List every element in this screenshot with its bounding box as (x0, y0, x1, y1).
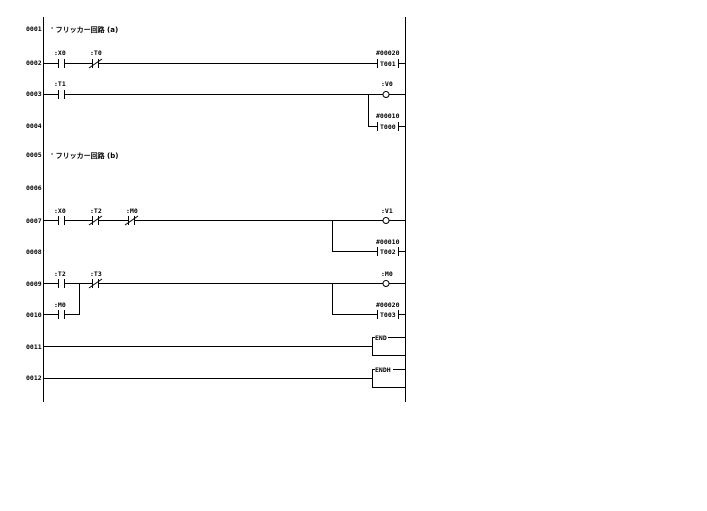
no-contact (58, 310, 65, 319)
coil-label: :V0 (381, 80, 393, 88)
nc-contact (88, 58, 103, 69)
contact-label: :X0 (54, 49, 66, 57)
contact-label: :T2 (90, 207, 102, 215)
contact-label: :M0 (126, 207, 138, 215)
step-number: 0010 (26, 311, 42, 319)
step-number: 0007 (26, 217, 42, 225)
timer-block: T001 #00020 (376, 49, 400, 68)
output-coil (382, 217, 390, 224)
step-number: 0011 (26, 343, 42, 351)
timer-block: T002 #00010 (376, 238, 400, 256)
svg-text:#00020: #00020 (376, 49, 400, 57)
step-number: 0009 (26, 280, 42, 288)
svg-text:T003: T003 (380, 311, 396, 319)
svg-text:#00010: #00010 (376, 112, 400, 120)
svg-text:#00020: #00020 (376, 301, 400, 309)
step-number: 0002 (26, 59, 42, 67)
rung-comment: ' フリッカー回路 (b) (51, 151, 118, 160)
svg-text:T001: T001 (380, 60, 396, 68)
output-coil (382, 91, 390, 98)
step-number: 0012 (26, 374, 42, 382)
no-contact (58, 90, 65, 99)
rung-0012: ENDH (44, 366, 405, 388)
nc-contact (88, 215, 103, 226)
endh-instruction: ENDH (372, 366, 405, 388)
rung-comment: ' フリッカー回路 (a) (51, 25, 118, 34)
step-number: 0004 (26, 122, 42, 130)
svg-text:#00010: #00010 (376, 238, 400, 246)
step-number: 0008 (26, 248, 42, 256)
nc-contact (88, 278, 103, 289)
timer-block: T003 #00020 (376, 301, 400, 319)
no-contact (58, 59, 65, 68)
contact-label: :T3 (90, 270, 102, 278)
contact-label: :M0 (54, 301, 66, 309)
contact-label: :X0 (54, 207, 66, 215)
nc-contact (124, 215, 139, 226)
coil-label: :M0 (381, 270, 393, 278)
step-number: 0003 (26, 90, 42, 98)
timer-block: T000 #00010 (376, 112, 400, 131)
rung-0011: END (44, 334, 405, 356)
svg-text:T000: T000 (380, 123, 396, 131)
step-number: 0001 (26, 25, 42, 33)
contact-label: :T0 (90, 49, 102, 57)
svg-text:END: END (375, 334, 387, 342)
contact-label: :T1 (54, 80, 66, 88)
coil-label: :V1 (381, 207, 393, 215)
rung-0002: :X0 :T0 T001 #00020 (44, 49, 405, 69)
output-coil (382, 280, 390, 287)
contact-label: :T2 (54, 270, 66, 278)
step-number: 0006 (26, 184, 42, 192)
no-contact (58, 279, 65, 288)
end-instruction: END (372, 334, 405, 356)
rung-0007: :X0 :T2 :M0 :V1 T002 #00010 (44, 207, 405, 256)
svg-text:ENDH: ENDH (375, 366, 391, 374)
rung-0003: :T1 :V0 T000 #00010 (44, 80, 405, 131)
rung-0009: :T2 :T3 :M0 :M0 T003 #00020 (44, 270, 405, 319)
step-number: 0005 (26, 151, 42, 159)
no-contact (58, 216, 65, 225)
svg-text:T002: T002 (380, 248, 396, 256)
